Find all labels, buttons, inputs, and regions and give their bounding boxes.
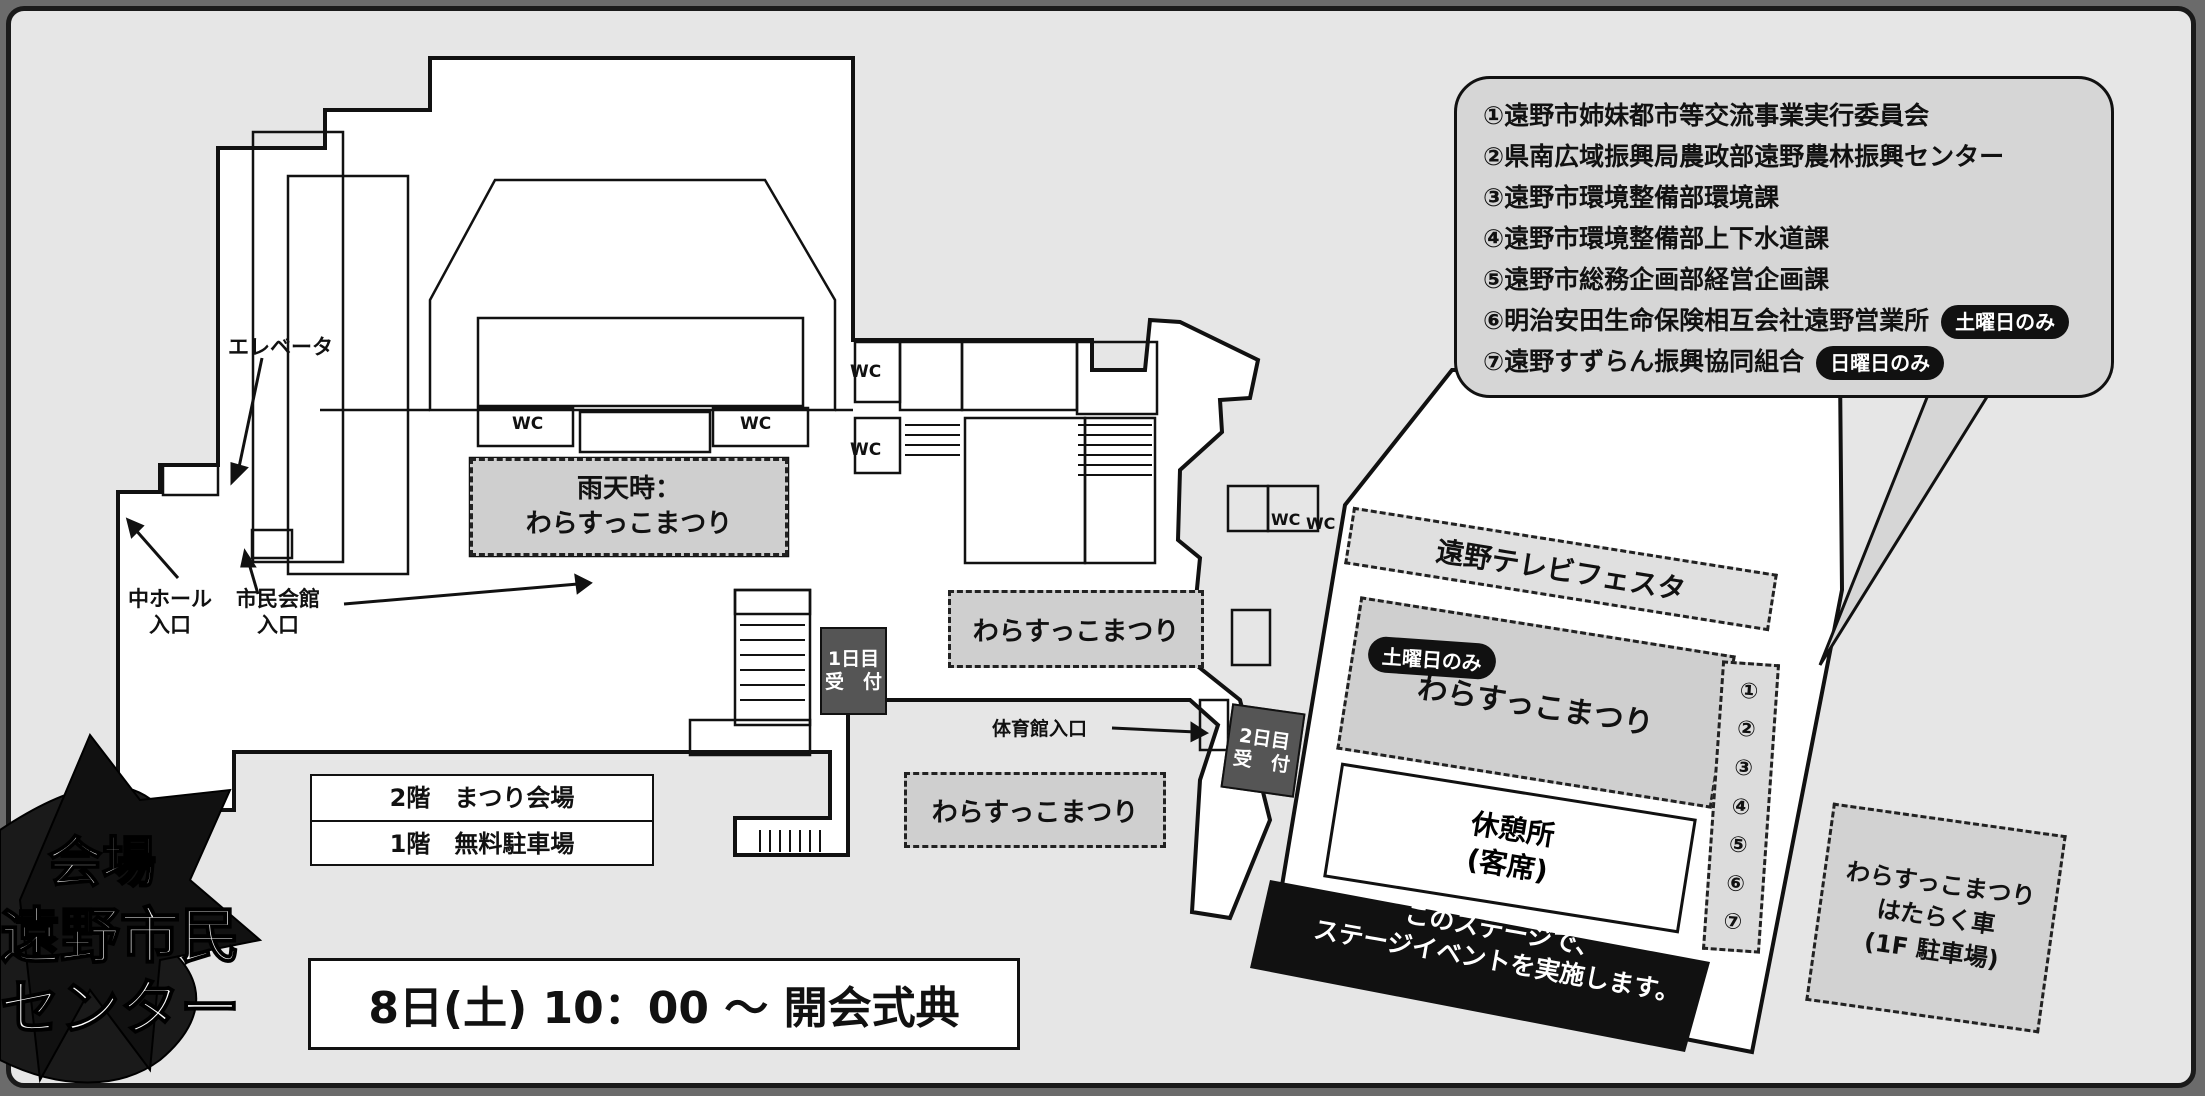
- booth-number: ①: [1738, 678, 1760, 705]
- stair-top: [733, 588, 812, 616]
- booth-number: ④: [1730, 793, 1752, 821]
- rain-venue-area: 雨天時： わらすっこまつり: [470, 458, 788, 556]
- venue-name-line1: 遠野市民: [0, 901, 241, 973]
- festival-area-1: わらすっこまつり: [948, 590, 1204, 668]
- stage-band: [1250, 880, 1710, 1052]
- middle-hall-arrow: [132, 527, 180, 579]
- legend-item: ⑥明治安田生命保険相互会社遠野営業所土曜日のみ: [1483, 300, 2085, 341]
- restroom-block-left: [476, 406, 575, 448]
- legend-item: ③遠野市環境整備部環境課: [1483, 183, 1780, 212]
- wc-label-3: WC: [512, 414, 544, 434]
- center-rooms: [578, 410, 712, 454]
- civic-hall-long-arrow: [343, 582, 579, 606]
- side-entrance: [1198, 698, 1230, 752]
- working-vehicles-area: わらすっこまつり はたらく車 (1F 駐車場): [1805, 802, 2067, 1034]
- legend-item: ②県南広域振興局農政部遠野農林振興センター: [1483, 142, 2005, 171]
- booth-number: ⑤: [1728, 832, 1749, 859]
- floor-1-label: 1階 無料駐車場: [389, 830, 575, 858]
- room-3: [1075, 340, 1159, 416]
- stage-block: [476, 316, 805, 408]
- booth-number: ③: [1733, 755, 1754, 782]
- exhibitor-legend: ①遠野市姉妹都市等交流事業実行委員会 ②県南広域振興局農政部遠野農林振興センター…: [1454, 76, 2114, 398]
- corridor-c: [688, 718, 812, 757]
- gym-entrance-label: 体育館入口: [992, 718, 1088, 740]
- sunday-only-badge: 日曜日のみ: [1816, 346, 1945, 380]
- reception-day2: 2日目 受 付: [1220, 703, 1306, 798]
- elevator-label: エレベータ: [228, 335, 333, 359]
- booth-number: ②: [1736, 716, 1757, 744]
- legend-item: ⑦遠野すずらん振興協同組合日曜日のみ: [1483, 341, 2085, 382]
- corridor-b: [286, 174, 410, 576]
- middle-hall-entrance-label: 中ホール 入口: [128, 587, 212, 638]
- gym-arrow: [1111, 726, 1197, 734]
- wc-label-4: WC: [740, 414, 772, 434]
- room-5: [1083, 416, 1157, 565]
- wc-label-6: WC: [1306, 514, 1336, 533]
- wc-label-2: WC: [850, 440, 882, 460]
- civic-hall-entrance-label: 市民会館 入口: [236, 587, 320, 638]
- festival-area-2: わらすっこまつり: [904, 772, 1166, 848]
- venue-logo: [0, 733, 263, 1084]
- legend-item: ⑤遠野市総務企画部経営企画課: [1483, 265, 1830, 294]
- saturday-only-badge: 土曜日のみ: [1941, 305, 2070, 339]
- venue-label: 会場: [47, 830, 157, 895]
- civic-hall-box: [250, 528, 294, 560]
- booth-number: ⑦: [1722, 909, 1744, 936]
- elevator-arrow: [236, 357, 264, 473]
- callout-pointer: [1818, 388, 1993, 666]
- wc-label-5: WC: [1271, 510, 1301, 529]
- venue-name-line2: センター: [0, 973, 241, 1045]
- side-room-1: [1226, 484, 1270, 533]
- wc-label-1: WC: [850, 362, 882, 382]
- booth-number: ⑥: [1725, 870, 1746, 898]
- side-room-2: [1266, 484, 1320, 533]
- restroom-block-right: [711, 406, 810, 448]
- side-room-3: [1230, 608, 1272, 667]
- legend-item: ①遠野市姉妹都市等交流事業実行委員会: [1483, 101, 1930, 130]
- corridor-a: [251, 130, 345, 564]
- legend-item: ④遠野市環境整備部上下水道課: [1483, 224, 1830, 253]
- elevator-box: [161, 463, 220, 497]
- floor-2-label: 2階 まつり会場: [312, 776, 652, 822]
- reception-day1: 1日目 受 付: [820, 627, 887, 715]
- room-wc-bottom: [853, 416, 902, 475]
- opening-ceremony: 8日(土) 10：00 ～ 開会式典: [308, 958, 1020, 1050]
- floor-guide: 2階 まつり会場 1階 無料駐車場: [310, 774, 654, 866]
